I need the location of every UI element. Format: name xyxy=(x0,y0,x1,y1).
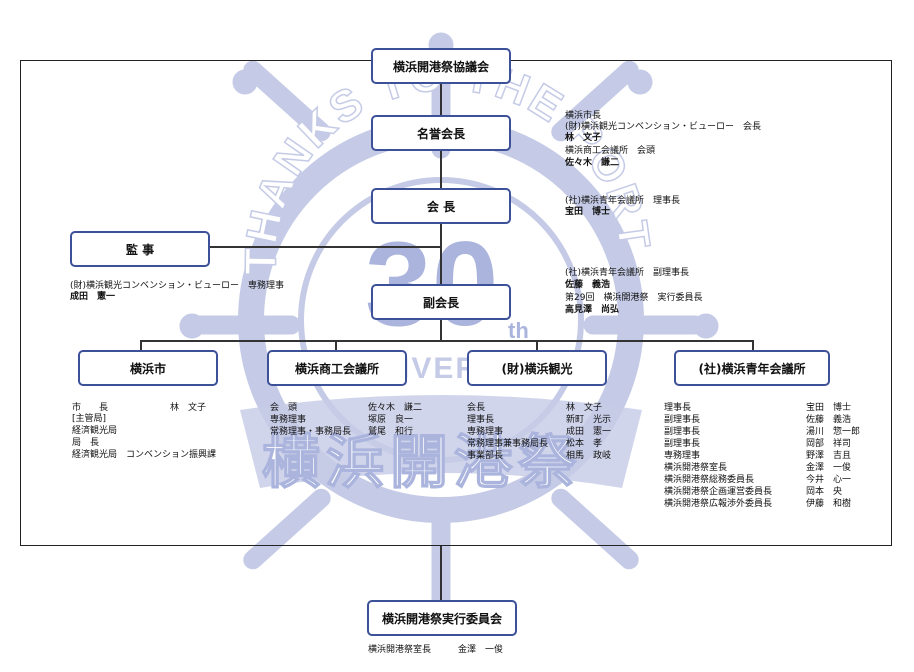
wheel-knob-top-left xyxy=(232,69,258,95)
member-line: 第29回 横浜開港祭 実行委員長 xyxy=(565,293,703,303)
box-chamber: 横浜商工会議所 xyxy=(267,350,407,386)
wheel-spoke-top-left xyxy=(243,60,331,142)
connector-auditor xyxy=(210,246,441,248)
box-city: 横浜市 xyxy=(78,350,218,386)
connector-tourism xyxy=(536,340,538,352)
member-line: 横浜商工会議所 会頭 xyxy=(565,146,656,156)
member-name: 佐藤 義浩 xyxy=(806,415,852,425)
member-role: 専務理事 xyxy=(270,415,307,425)
committee-member: 横浜開港祭室長 金澤 一俊 xyxy=(368,645,504,655)
member-name: 伊藤 和樹 xyxy=(806,499,852,509)
member-name: 宝田 博士 xyxy=(565,207,611,217)
member-role: 横浜開港祭総務委員長 xyxy=(664,475,755,485)
connector-chamber xyxy=(335,340,337,352)
member-role: 横浜開港祭企画運営委員長 xyxy=(664,487,773,497)
member-role: 常務理事兼事務局長 xyxy=(467,439,549,449)
wheel-knob-right xyxy=(693,313,719,339)
member-role: 横浜開港祭広報渉外委員長 xyxy=(664,499,773,509)
member-role: 会 頭 xyxy=(270,403,298,413)
member-line: (財)横浜観光コンベンション・ビューロー 会長 xyxy=(565,122,762,132)
member-name: 林 文子 xyxy=(565,133,602,143)
member-name: 林 文子 xyxy=(170,403,207,413)
member-line: (財)横浜観光コンベンション・ビューロー 専務理事 xyxy=(70,281,285,291)
wheel-knob-top-right xyxy=(627,69,653,95)
member-role: 市 長 xyxy=(72,403,109,413)
member-name: 金澤 一俊 xyxy=(806,463,852,473)
member-name: 高見澤 尚弘 xyxy=(565,305,620,315)
member-name: 岡本 央 xyxy=(806,487,843,497)
member-line: (社)横浜青年会議所 副理事長 xyxy=(565,268,690,278)
member-role: 経済観光局 xyxy=(72,426,118,436)
box-auditor: 監 事 xyxy=(70,231,210,267)
member-role: 副理事長 xyxy=(664,415,701,425)
connector-jaycees xyxy=(752,340,754,352)
box-committee: 横浜開港祭実行委員会 xyxy=(367,600,517,636)
member-name: 佐藤 義浩 xyxy=(565,280,611,290)
member-name: 佐々木 謙二 xyxy=(368,403,423,413)
watermark-suffix: th xyxy=(508,318,529,343)
member-name: 岡部 祥司 xyxy=(806,439,852,449)
box-vice-chair: 副会長 xyxy=(371,284,511,320)
member-name: 成田 憲一 xyxy=(70,292,116,302)
wheel-spoke-bottom-left xyxy=(243,488,331,570)
member-name: 湯川 惣一郎 xyxy=(806,427,861,437)
member-name: 林 文子 xyxy=(566,403,603,413)
member-name: 佐々木 謙二 xyxy=(565,158,620,168)
member-role: 会長 xyxy=(467,403,486,413)
connector-committee xyxy=(440,546,442,602)
member-role: 専務理事 xyxy=(467,427,504,437)
box-council: 横浜開港祭協議会 xyxy=(371,48,511,84)
box-jaycees: (社)横浜青年会議所 xyxy=(674,350,830,386)
member-role: 副理事長 xyxy=(664,439,701,449)
wheel-spoke-top-right xyxy=(551,60,639,142)
member-role: 事業部長 xyxy=(467,451,504,461)
member-name: 今井 心一 xyxy=(806,475,852,485)
member-role: 局 長 xyxy=(72,438,100,448)
member-name: 塚原 良一 xyxy=(368,415,414,425)
member-role: 理事長 xyxy=(467,415,495,425)
member-role: 理事長 xyxy=(664,403,692,413)
box-tourism: (財)横浜観光 xyxy=(467,350,607,386)
member-name: 野澤 吉且 xyxy=(806,451,852,461)
box-chair: 会 長 xyxy=(371,188,511,224)
member-role: 常務理事・事務局長 xyxy=(270,427,352,437)
member-name: 鷲尾 和行 xyxy=(368,427,414,437)
member-line: (社)横浜青年会議所 理事長 xyxy=(565,196,681,206)
member-name: 成田 憲一 xyxy=(566,427,612,437)
member-role: 専務理事 xyxy=(664,451,701,461)
connector-vice-down xyxy=(440,318,442,341)
member-name: 相馬 政岐 xyxy=(566,451,612,461)
member-name: 宝田 博士 xyxy=(806,403,852,413)
member-role: [主管局] xyxy=(72,414,107,424)
connector-city xyxy=(140,340,142,352)
watermark-banner-text: 横浜開港祭 xyxy=(262,428,582,496)
wheel-knob-left xyxy=(179,313,205,339)
member-role: 副理事長 xyxy=(664,427,701,437)
wheel-spoke-bottom-right xyxy=(551,488,639,570)
member-role: 横浜開港祭室長 xyxy=(664,463,728,473)
member-name: 松本 孝 xyxy=(566,439,603,449)
member-role: 経済観光局 コンベンション振興課 xyxy=(72,450,217,460)
member-name: 新町 光示 xyxy=(566,415,612,425)
watermark-banner-ribbon xyxy=(240,395,642,488)
connector-branch-h xyxy=(140,340,752,342)
box-honorary-chair: 名誉会長 xyxy=(371,115,511,151)
member-line: 横浜市長 xyxy=(565,111,602,121)
